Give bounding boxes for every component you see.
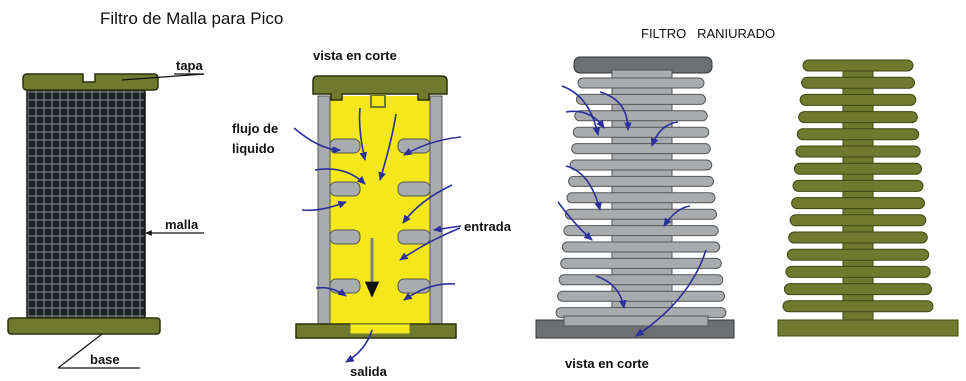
slotted-rib-3 xyxy=(574,110,708,122)
slotted-filter xyxy=(777,59,959,337)
slotted-filter-rib-7 xyxy=(793,162,923,175)
slotted-rib-11 xyxy=(561,241,721,253)
flow-label-line1: flujo de xyxy=(232,121,278,136)
slotted-rib-9 xyxy=(564,208,718,220)
mesh-filter-body xyxy=(26,85,146,327)
slotted-rib-6 xyxy=(569,159,713,171)
slotted-filter-rib-9 xyxy=(791,197,925,210)
slotted-rib-10 xyxy=(563,225,719,237)
section-flow-arrows xyxy=(293,107,462,363)
section-view-bottom-label: vista en corte xyxy=(565,356,649,371)
mesh-filter-base xyxy=(7,317,161,335)
slotted-rib-5 xyxy=(571,143,711,155)
flow-label-line2: liquido xyxy=(232,141,275,156)
slotted-base-inner xyxy=(563,315,709,327)
slotted-flow-arrows xyxy=(557,85,707,337)
slotted-filter-title: FILTRO RANIURADO xyxy=(641,26,775,41)
entrada-leader xyxy=(433,225,462,233)
section-right-wall xyxy=(429,95,443,325)
section-right-shelves xyxy=(397,138,431,294)
slotted-rib-4 xyxy=(572,126,710,138)
slotted-filter-rib-11 xyxy=(788,231,928,244)
slotted-rib-1 xyxy=(577,77,705,89)
malla-label: malla xyxy=(165,217,199,232)
slotted-filter-rib-12 xyxy=(786,248,930,261)
mesh-filter: tapa malla base xyxy=(7,58,205,369)
slotted-filter-rib-3 xyxy=(799,93,917,106)
slotted-rib-2 xyxy=(575,93,707,105)
slotted-filter-base xyxy=(777,319,959,337)
section-base-outlet xyxy=(349,323,411,335)
salida-label: salida xyxy=(350,364,388,379)
slotted-filter-rib-15 xyxy=(782,300,934,313)
slotted-filter-rib-4 xyxy=(798,111,918,124)
slotted-filter-rib-8 xyxy=(792,179,924,192)
slotted-filter-ribs xyxy=(782,59,934,313)
entrada-label: entrada xyxy=(464,219,512,234)
slotted-filter-rib-1 xyxy=(802,59,914,72)
section-cap xyxy=(312,75,448,101)
base-leader xyxy=(57,333,103,369)
slotted-filter-rib-13 xyxy=(785,265,931,278)
mesh-filter-cap xyxy=(22,73,159,91)
slotted-rib-7 xyxy=(568,175,714,187)
slotted-filter-rib-5 xyxy=(796,128,920,141)
slotted-filter-rib-2 xyxy=(801,76,915,89)
slotted-rib-13 xyxy=(558,274,724,286)
section-cap-slot xyxy=(370,94,386,108)
slotted-filter-rib-10 xyxy=(789,214,927,227)
slotted-filter-section: vista en corte xyxy=(535,56,735,371)
slotted-rib-14 xyxy=(557,290,725,302)
slotted-rib-12 xyxy=(560,257,722,269)
mesh-filter-title: Filtro de Malla para Pico xyxy=(100,9,283,28)
slotted-filter-rib-14 xyxy=(783,283,933,296)
tapa-leader xyxy=(121,73,205,81)
slotted-rib-8 xyxy=(566,192,716,204)
slotted-filter-rib-6 xyxy=(795,145,921,158)
base-label: base xyxy=(90,352,120,367)
mesh-filter-section: vista en corte xyxy=(232,48,512,379)
slotted-ribs xyxy=(555,77,727,319)
tapa-label: tapa xyxy=(176,58,204,73)
section-view-top-label: vista en corte xyxy=(313,48,397,63)
